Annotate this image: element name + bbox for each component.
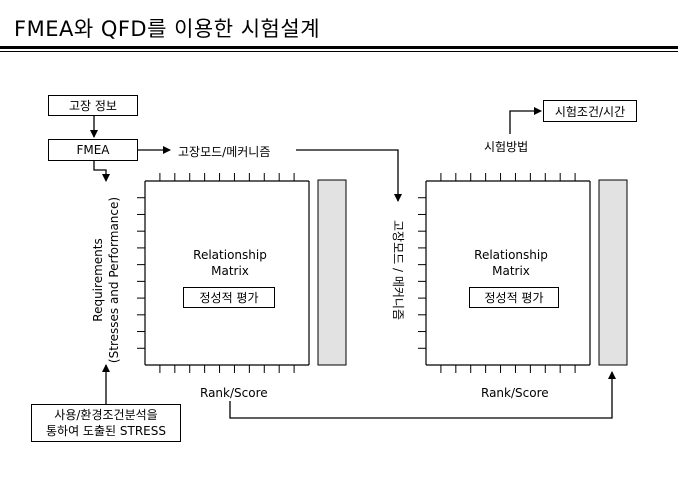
vertical-mode-label: 고장모드 / 메커니즘	[391, 220, 405, 320]
matrix-2-frame	[418, 173, 591, 373]
matrix-2-rank-label: Rank/Score	[481, 386, 549, 400]
arrow-rank-to-matrix2	[229, 371, 616, 419]
arrow-fmea-to-matrix	[93, 161, 110, 182]
usage-environment-line-2: 통하여 도출된 STRESS	[46, 424, 166, 438]
test-condition-box: 시험조건/시간	[543, 100, 637, 122]
fmea-label: FMEA	[76, 143, 110, 157]
usage-environment-line-1: 사용/환경조건분석을	[54, 408, 158, 422]
matrix-1-evaluation-label: 정성적 평가	[199, 291, 259, 305]
arrow-mode-to-matrix2	[296, 149, 402, 202]
matrix-2-title: Relationship Matrix	[456, 247, 566, 279]
failure-info-box: 고장 정보	[48, 95, 138, 116]
matrix-1-title: Relationship Matrix	[175, 247, 285, 279]
matrix-1-rank-label: Rank/Score	[200, 386, 268, 400]
page-title: FMEA와 QFD를 이용한 시험설계	[14, 17, 321, 41]
failure-mode-mechanism-label: 고장모드/메커니즘	[178, 145, 271, 159]
test-condition-label: 시험조건/시간	[554, 104, 626, 119]
requirements-label: Requirements (Stresses and Performance)	[90, 160, 124, 400]
test-method-label: 시험방법	[484, 140, 529, 154]
matrix-1-score-bar	[317, 179, 347, 366]
title-rule-thick	[0, 46, 678, 49]
title-rule-thin	[0, 51, 678, 52]
requirements-line-2: (Stresses and Performance)	[107, 196, 121, 364]
matrix-2-evaluation-box: 정성적 평가	[469, 287, 559, 308]
matrix-2-title-line-1: Relationship	[474, 248, 548, 262]
arrow-method-to-condition	[509, 107, 542, 134]
fmea-box: FMEA	[48, 139, 138, 161]
usage-environment-stress-box: 사용/환경조건분석을 통하여 도출된 STRESS	[31, 404, 181, 442]
failure-info-label: 고장 정보	[69, 99, 117, 113]
matrix-2-score-bar	[598, 179, 628, 366]
matrix-2-evaluation-label: 정성적 평가	[484, 291, 544, 305]
requirements-line-1: Requirements	[91, 238, 105, 322]
matrix-1-title-line-2: Matrix	[211, 264, 249, 278]
matrix-2-title-line-2: Matrix	[492, 264, 530, 278]
matrix-1-title-line-1: Relationship	[193, 248, 267, 262]
matrix-1-evaluation-box: 정성적 평가	[183, 287, 275, 308]
matrix-1-frame	[137, 173, 310, 373]
